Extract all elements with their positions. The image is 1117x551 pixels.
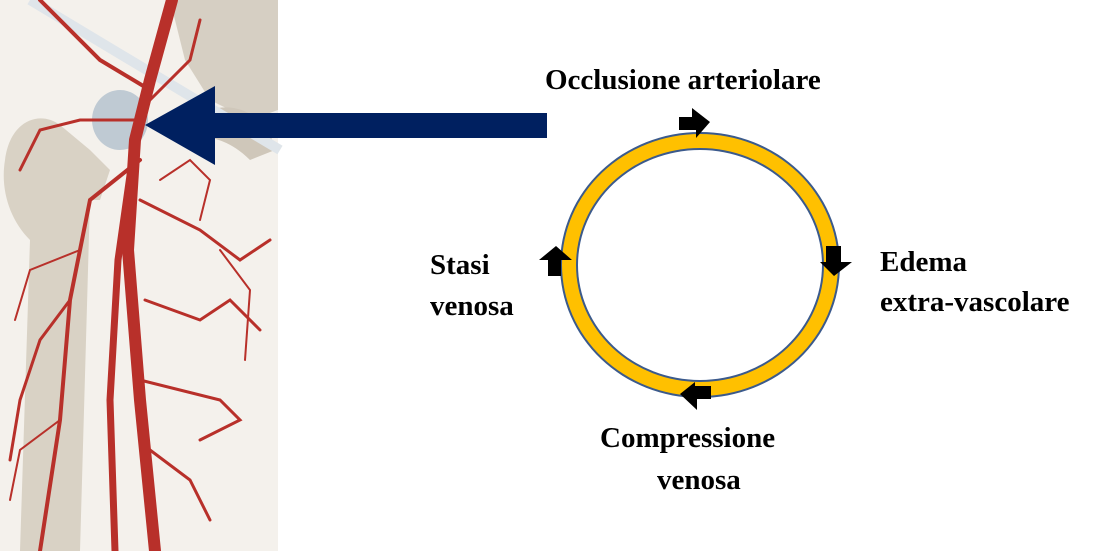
pointer-arrow [145,86,547,165]
cycle-ring [560,132,840,398]
label-stasi-line2: venosa [430,290,514,322]
cycle-arrow-bottom [680,382,711,410]
label-edema-line1: Edema [880,246,967,278]
label-compressione-line2: venosa [657,464,741,496]
anatomy-illustration [0,0,283,551]
label-compressione-line1: Compressione [600,422,776,454]
label-edema-line2: extra-vascolare [880,286,1070,318]
cycle-arrow-right [820,246,852,276]
label-occlusione-arteriolare: Occlusione arteriolare [545,64,821,96]
label-stasi-line1: Stasi [430,249,490,281]
cycle-arrow-top [679,108,710,138]
cycle-arrow-left [539,246,572,276]
